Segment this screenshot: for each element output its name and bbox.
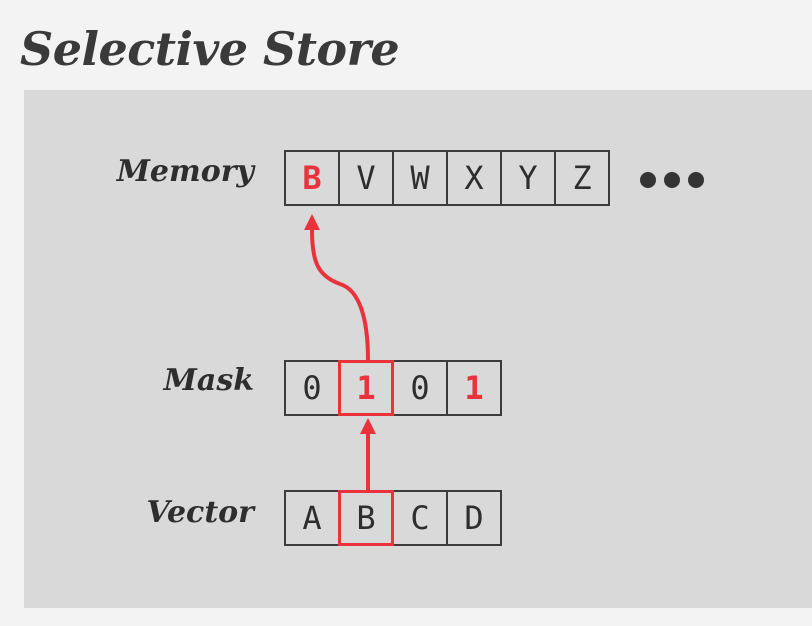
memory-cell: B xyxy=(284,150,340,206)
memory-cell: W xyxy=(392,150,448,206)
memory-cells: B V W X Y Z xyxy=(284,150,610,206)
vector-label: Vector xyxy=(146,495,254,530)
memory-cell: Y xyxy=(500,150,556,206)
ellipsis-dot xyxy=(640,172,656,188)
vector-cell: C xyxy=(392,490,448,546)
mask-cell: 0 xyxy=(284,360,340,416)
memory-label: Memory xyxy=(116,154,254,189)
mask-cell-selected: 1 xyxy=(338,360,394,416)
vector-cell: D xyxy=(446,490,502,546)
ellipsis-dot xyxy=(664,172,680,188)
memory-cell: X xyxy=(446,150,502,206)
mask-cell: 1 xyxy=(446,360,502,416)
memory-cell: Z xyxy=(554,150,610,206)
slide-title: Selective Store xyxy=(20,22,400,76)
ellipsis-dots xyxy=(640,172,704,188)
diagram-panel xyxy=(24,90,812,608)
mask-label: Mask xyxy=(163,363,254,398)
memory-cell: V xyxy=(338,150,394,206)
mask-cell: 0 xyxy=(392,360,448,416)
vector-cells: A B C D xyxy=(284,490,502,546)
vector-cell: A xyxy=(284,490,340,546)
mask-cells: 0 1 0 1 xyxy=(284,360,502,416)
ellipsis-dot xyxy=(688,172,704,188)
vector-cell-selected: B xyxy=(338,490,394,546)
